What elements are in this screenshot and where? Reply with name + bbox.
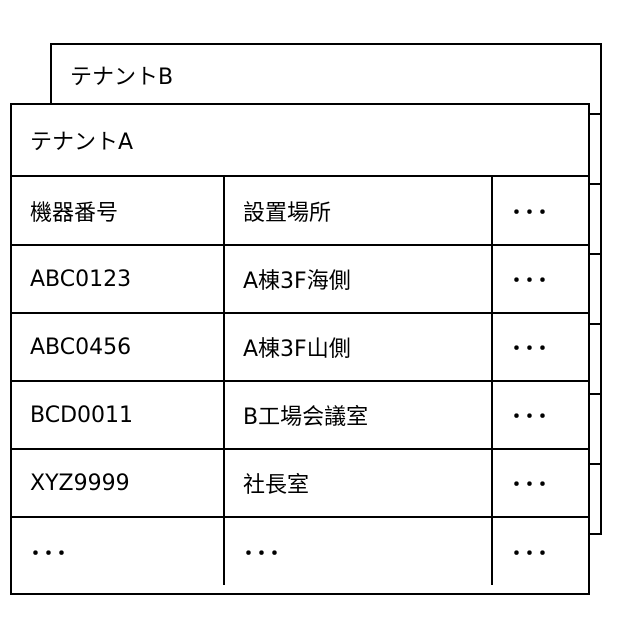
tenant-a-title: テナントA [12, 105, 588, 177]
more-cell: ･･･ [492, 245, 588, 313]
location-cell: A棟3F山側 [224, 313, 492, 381]
location-cell: B工場会議室 [224, 381, 492, 449]
device-number-cell: BCD0011 [12, 381, 224, 449]
table-row: ABC0456 A棟3F山側 ･･･ [12, 313, 588, 381]
table-row: ABC0123 A棟3F海側 ･･･ [12, 245, 588, 313]
device-number-cell: XYZ9999 [12, 449, 224, 517]
tenant-a-sheet: テナントA 機器番号 設置場所 ･･･ ABC0123 A棟3F海側 ･･･ A… [10, 103, 590, 595]
table-row: BCD0011 B工場会議室 ･･･ [12, 381, 588, 449]
table-row: ･･･ ･･･ ･･･ [12, 517, 588, 585]
tenant-b-title: テナントB [52, 45, 600, 105]
header-device-number: 機器番号 [12, 177, 224, 245]
more-cell: ･･･ [492, 313, 588, 381]
table-row: XYZ9999 社長室 ･･･ [12, 449, 588, 517]
device-table: 機器番号 設置場所 ･･･ ABC0123 A棟3F海側 ･･･ ABC0456… [12, 177, 588, 585]
header-install-location: 設置場所 [224, 177, 492, 245]
table-header-row: 機器番号 設置場所 ･･･ [12, 177, 588, 245]
more-cell: ･･･ [492, 449, 588, 517]
device-number-cell: ABC0123 [12, 245, 224, 313]
location-cell: 社長室 [224, 449, 492, 517]
header-more: ･･･ [492, 177, 588, 245]
more-cell: ･･･ [492, 517, 588, 585]
device-number-cell: ABC0456 [12, 313, 224, 381]
location-cell: A棟3F海側 [224, 245, 492, 313]
device-number-cell: ･･･ [12, 517, 224, 585]
more-cell: ･･･ [492, 381, 588, 449]
location-cell: ･･･ [224, 517, 492, 585]
